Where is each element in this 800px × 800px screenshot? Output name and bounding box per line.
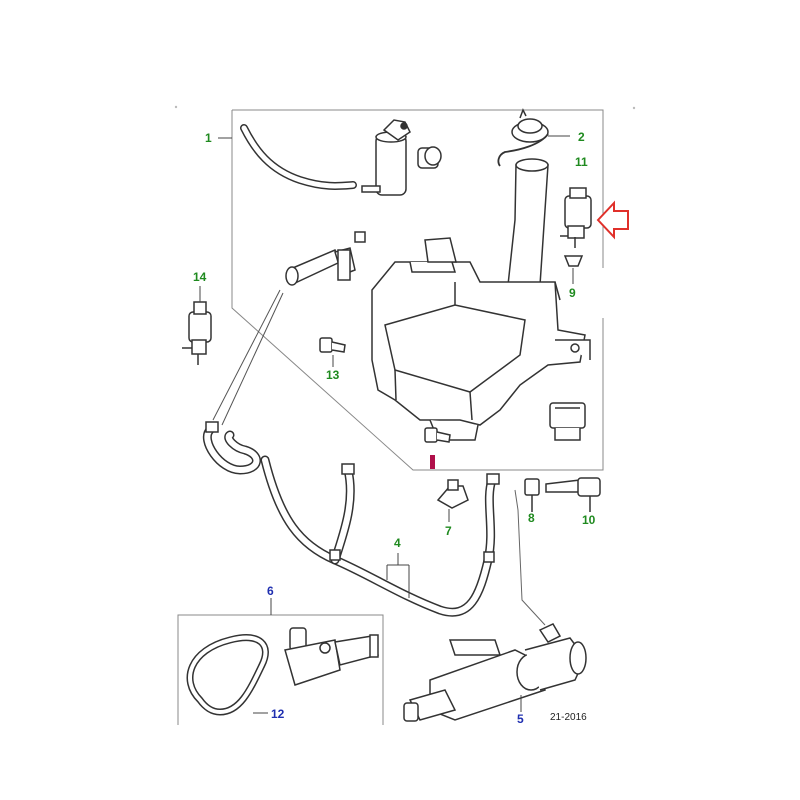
seal-12 xyxy=(186,634,269,716)
washer-pump-14 xyxy=(182,301,212,365)
callout-11: 11 xyxy=(575,155,588,169)
washer-pump-11 xyxy=(560,187,592,248)
callout-9: 9 xyxy=(569,286,576,300)
callout-10: 10 xyxy=(582,513,596,527)
washer-reservoir xyxy=(371,237,591,441)
grommet-9 xyxy=(563,255,584,267)
clip-7 xyxy=(436,479,469,509)
reference-code: 21-2016 xyxy=(550,712,587,723)
bolt-13 xyxy=(319,337,346,353)
callout-13: 13 xyxy=(326,368,340,382)
filler-neck xyxy=(507,158,549,286)
washer-jet-hose-connector xyxy=(285,231,366,286)
callout-14: 14 xyxy=(193,270,207,284)
nozzle-assembly-6 xyxy=(284,627,379,686)
filler-cap-with-sensor xyxy=(497,108,549,167)
callout-2: 2 xyxy=(578,130,585,144)
headlamp-washer-jet-5 xyxy=(403,623,587,722)
callout-7: 7 xyxy=(445,524,452,538)
connector-8 xyxy=(524,478,540,512)
leader-line-4 xyxy=(386,553,410,598)
jet-10 xyxy=(545,477,601,512)
bolt-bottom xyxy=(424,427,451,443)
callout-12: 12 xyxy=(271,707,285,721)
corner-marks xyxy=(174,105,636,110)
left-arrow-icon xyxy=(596,200,629,240)
callout-4: 4 xyxy=(394,536,401,550)
leader-line-5-to-hose xyxy=(514,489,546,626)
callout-1: 1 xyxy=(205,131,212,145)
tank-connector-block xyxy=(549,402,586,441)
nozzle-kit-frame xyxy=(177,614,384,725)
callout-8: 8 xyxy=(528,511,535,525)
callout-6: 6 xyxy=(267,584,274,598)
highlight-marker xyxy=(430,455,435,469)
washer-pump-top xyxy=(361,119,411,196)
callout-5: 5 xyxy=(517,712,524,726)
grommet-top xyxy=(417,146,442,169)
leader-lines-jet xyxy=(212,289,284,426)
hose-clips xyxy=(205,421,500,563)
